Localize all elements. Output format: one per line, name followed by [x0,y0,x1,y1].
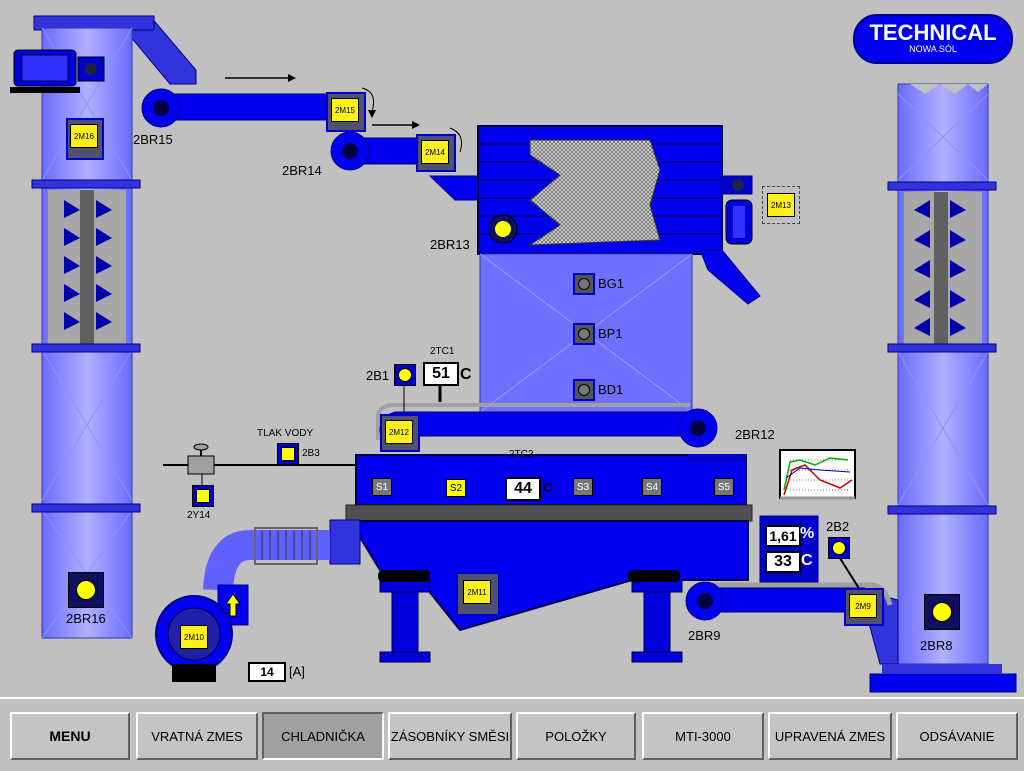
moisture-value: 1,61 [765,525,801,547]
logo-title: TECHNICAL [869,20,997,45]
motor-2m15[interactable]: 2M15 [331,98,359,122]
slot-s4[interactable]: S4 [642,478,662,496]
current-value: 14 [248,662,286,682]
label-bp1: BP1 [598,326,623,341]
sensor-2br16[interactable] [68,572,104,608]
nav-menu-button[interactable]: MENU [10,712,130,760]
slot-s5[interactable]: S5 [714,478,734,496]
slot-s3[interactable]: S3 [573,478,593,496]
nav-zasobniky-smesi-button[interactable]: ZÁSOBNÍKY SMĚSI [388,712,512,760]
tc2-value: 44 [505,477,541,501]
valve-2y14[interactable] [192,485,214,507]
level-sensor-bd1[interactable] [573,379,595,401]
right-bucket-elevator [859,83,1017,693]
label-2tc1: 2TC1 [430,346,455,357]
nav-mti-3000-button[interactable]: MTI-3000 [642,712,764,760]
label-2b1: 2B1 [366,368,390,383]
label-2br14: 2BR14 [282,163,322,178]
label-2br9: 2BR9 [688,628,721,643]
label-2tc2: 2TC2 [509,449,534,460]
tc1-unit: C [460,366,472,383]
nav-odsavanie-button[interactable]: ODSÁVANIE [896,712,1018,760]
motor-2m9[interactable]: 2M9 [849,594,877,618]
slot-s1[interactable]: S1 [372,478,392,496]
temp-unit: C [801,552,813,569]
logo-subtitle: NOWA SÓL [909,44,957,54]
motor-2m16[interactable]: 2M16 [70,124,98,148]
screen-2br13 [428,125,761,305]
nav-vratna-zmes-button[interactable]: VRATNÁ ZMES [136,712,258,760]
technical-logo: TECHNICAL NOWA SÓL [853,14,1013,64]
conveyor-2br15 [141,74,376,128]
label-2b2: 2B2 [826,519,850,534]
sensor-2br8[interactable] [924,594,960,630]
nav-upravena-zmes-button[interactable]: UPRAVENÁ ZMES [768,712,892,760]
level-sensor-bp1[interactable] [573,323,595,345]
process-scene: TECHNICAL NOWA SÓL 2M16 2M15 2M14 2M13 2… [10,14,1017,693]
motor-2m10[interactable]: 2M10 [180,625,208,649]
label-2br8: 2BR8 [920,638,953,653]
fan-2m10 [155,527,330,682]
label-2b3: 2B3 [302,448,320,459]
label-bg1: BG1 [598,276,625,291]
label-2br13: 2BR13 [430,237,470,252]
temp-value: 33 [765,551,801,573]
trend-chart [779,449,856,500]
nav-polozky-button[interactable]: POLOŽKY [516,712,636,760]
level-sensor-bg1[interactable] [573,273,595,295]
motor-2m13[interactable]: 2M13 [767,193,795,217]
slot-s2[interactable]: S2 [446,479,466,497]
sensor-2b1[interactable] [394,364,416,386]
motor-2m11[interactable]: 2M11 [463,580,491,604]
motor-2m14[interactable]: 2M14 [421,140,449,164]
conveyor-2br12 [376,403,718,449]
current-unit: [A] [289,664,305,679]
label-2y14: 2Y14 [187,510,211,521]
tc2-unit: C [543,480,553,495]
sensor-2b3[interactable] [277,443,299,465]
label-2br16: 2BR16 [66,611,106,626]
motor-2m12[interactable]: 2M12 [385,420,413,444]
nav-chladnicka-button[interactable]: CHLADNIČKA [262,712,384,760]
tc1-value: 51 [423,362,459,386]
moisture-unit: % [800,525,815,542]
navigation-bar: MENU VRATNÁ ZMES CHLADNIČKA ZÁSOBNÍKY SM… [0,697,1024,771]
label-tlak-vody: TLAK VODY [257,428,314,439]
sensor-2b2[interactable] [828,537,850,559]
fluid-bed-cooler [329,454,753,663]
label-bd1: BD1 [598,382,624,397]
label-2br15: 2BR15 [133,132,173,147]
label-2br12: 2BR12 [735,427,775,442]
